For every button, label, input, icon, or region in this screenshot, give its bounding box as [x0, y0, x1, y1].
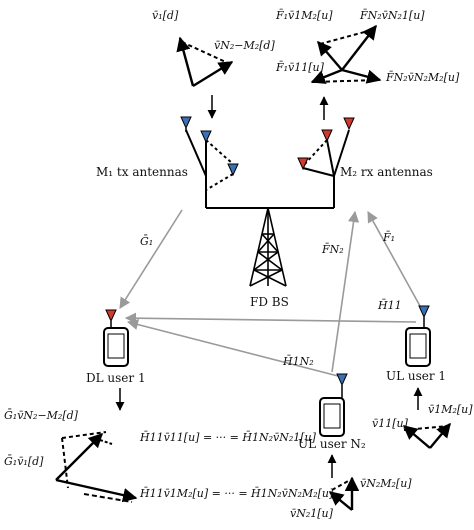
link-fn2-label: F̄N₂ [322, 243, 344, 256]
ul1-vec-label-b: v̄1M₂[u] [428, 403, 473, 416]
link-g1-label: Ḡ₁ [140, 235, 154, 248]
tx-precoder-label-a: v̄₁[d] [152, 9, 179, 22]
dl-vec-label-b: Ḡ₁v̄₁[d] [4, 455, 44, 468]
tx-precoder-vectors [176, 36, 234, 88]
rx-antennas-label: M₂ rx antennas [340, 165, 433, 179]
ul-userN2-device [319, 373, 348, 437]
link-fn2 [331, 210, 360, 373]
phone-icon [103, 327, 129, 367]
dl-user-device [103, 309, 129, 367]
link-f1-label: F̄₁ [383, 231, 396, 244]
tx-antenna-array [185, 129, 350, 209]
dl-eq-top: H̄11v̄11[u] = ··· = H̄1N₂v̄N₂1[u] [140, 431, 316, 444]
ul-user1-label: UL user 1 [386, 369, 447, 383]
rx-antenna-icon [297, 117, 355, 171]
link-g1 [119, 209, 183, 309]
rx-label-mid-a: F̄₁v̄11[u] [276, 61, 324, 74]
bs-label: FD BS [250, 295, 289, 309]
ul-userN2-label: UL user N₂ [298, 437, 366, 451]
link-f1 [367, 211, 421, 307]
link-h1n2-label: H̄1N₂ [283, 355, 314, 368]
phone-icon [405, 327, 431, 367]
link-lines [119, 209, 421, 377]
ul1-vectors [402, 422, 451, 449]
dl-vec-label-a: Ḡ₁v̄N₂−M₂[d] [4, 409, 78, 422]
dl-eq-bottom: H̄11v̄1M₂[u] = ··· = H̄1N₂v̄N₂M₂[u] [140, 487, 334, 500]
tx-antennas-label: M₁ tx antennas [96, 165, 188, 179]
rx-label-mid-b: F̄N₂v̄N₂M₂[u] [386, 71, 460, 84]
link-h1n2 [126, 319, 339, 377]
uln2-vectors [328, 476, 360, 511]
uln2-vec-label-b: v̄N₂1[u] [290, 507, 333, 520]
ul-user1-device [405, 305, 431, 367]
uln2-vec-label-a: v̄N₂M₂[u] [360, 477, 412, 490]
dl-user-label: DL user 1 [86, 371, 146, 385]
rx-label-top-b: F̄N₂v̄N₂1[u] [360, 9, 425, 22]
tx-antenna-icon [180, 116, 239, 177]
link-h11 [124, 312, 417, 324]
rx-label-top-a: F̄₁v̄1M₂[u] [276, 9, 333, 22]
phone-icon [319, 397, 345, 437]
tx-precoder-label-b: v̄N₂−M₂[d] [214, 39, 275, 52]
rx-combiner-vectors [310, 24, 382, 84]
base-station-tower-icon [249, 207, 287, 287]
ul1-vec-label-a: v̄11[u] [372, 417, 408, 430]
link-h11-label: H̄11 [378, 299, 402, 312]
dl-received-vectors [55, 431, 138, 503]
